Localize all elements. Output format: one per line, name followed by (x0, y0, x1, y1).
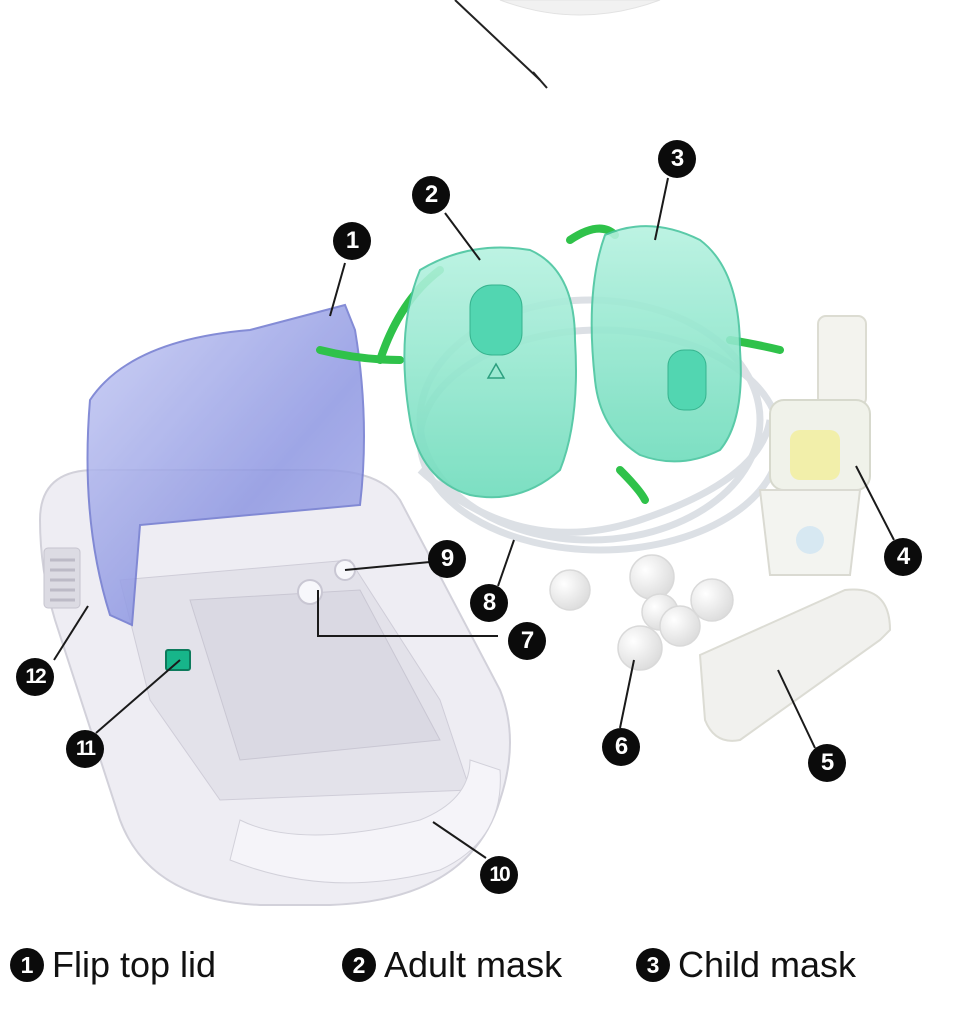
compressor-body (38, 469, 511, 906)
callout-4: 4 (884, 538, 922, 576)
product-illustration (38, 0, 895, 906)
callout-2: 2 (412, 176, 450, 214)
callout-3: 3 (658, 140, 696, 178)
legend-number: 1 (10, 948, 44, 982)
mouthpiece (698, 588, 892, 742)
legend-label: Child mask (678, 944, 857, 985)
callout-11: 11 (66, 730, 104, 768)
callout-lines (53, 177, 895, 859)
adult-mask (403, 246, 577, 499)
callout-10: 10 (480, 856, 518, 894)
legend-label: Flip top lid (52, 944, 217, 985)
child-mask (590, 225, 742, 463)
mask-recycling-mark (486, 362, 506, 379)
top-partial-object (454, 0, 661, 89)
callout-9: 9 (428, 540, 466, 578)
callout-1: 1 (333, 222, 371, 260)
side-vent (43, 547, 81, 609)
callout-12: 12 (16, 658, 54, 696)
legend-item-child-mask: 3 Child mask (636, 944, 856, 986)
filter-pads (549, 554, 734, 671)
mask-straps (316, 224, 784, 504)
callout-6: 6 (602, 728, 640, 766)
legend-label: Adult mask (384, 944, 563, 985)
legend-number: 2 (342, 948, 376, 982)
power-switch (165, 649, 191, 671)
flip-top-lid (86, 303, 365, 627)
callout-7: 7 (508, 622, 546, 660)
legend-item-flip-top-lid: 1 Flip top lid (10, 944, 216, 986)
legend-number: 3 (636, 948, 670, 982)
callout-5: 5 (808, 744, 846, 782)
callout-8: 8 (470, 584, 508, 622)
nebulizer-cup (758, 315, 871, 576)
legend-item-adult-mask: 2 Adult mask (342, 944, 562, 986)
air-outlet (297, 579, 323, 605)
